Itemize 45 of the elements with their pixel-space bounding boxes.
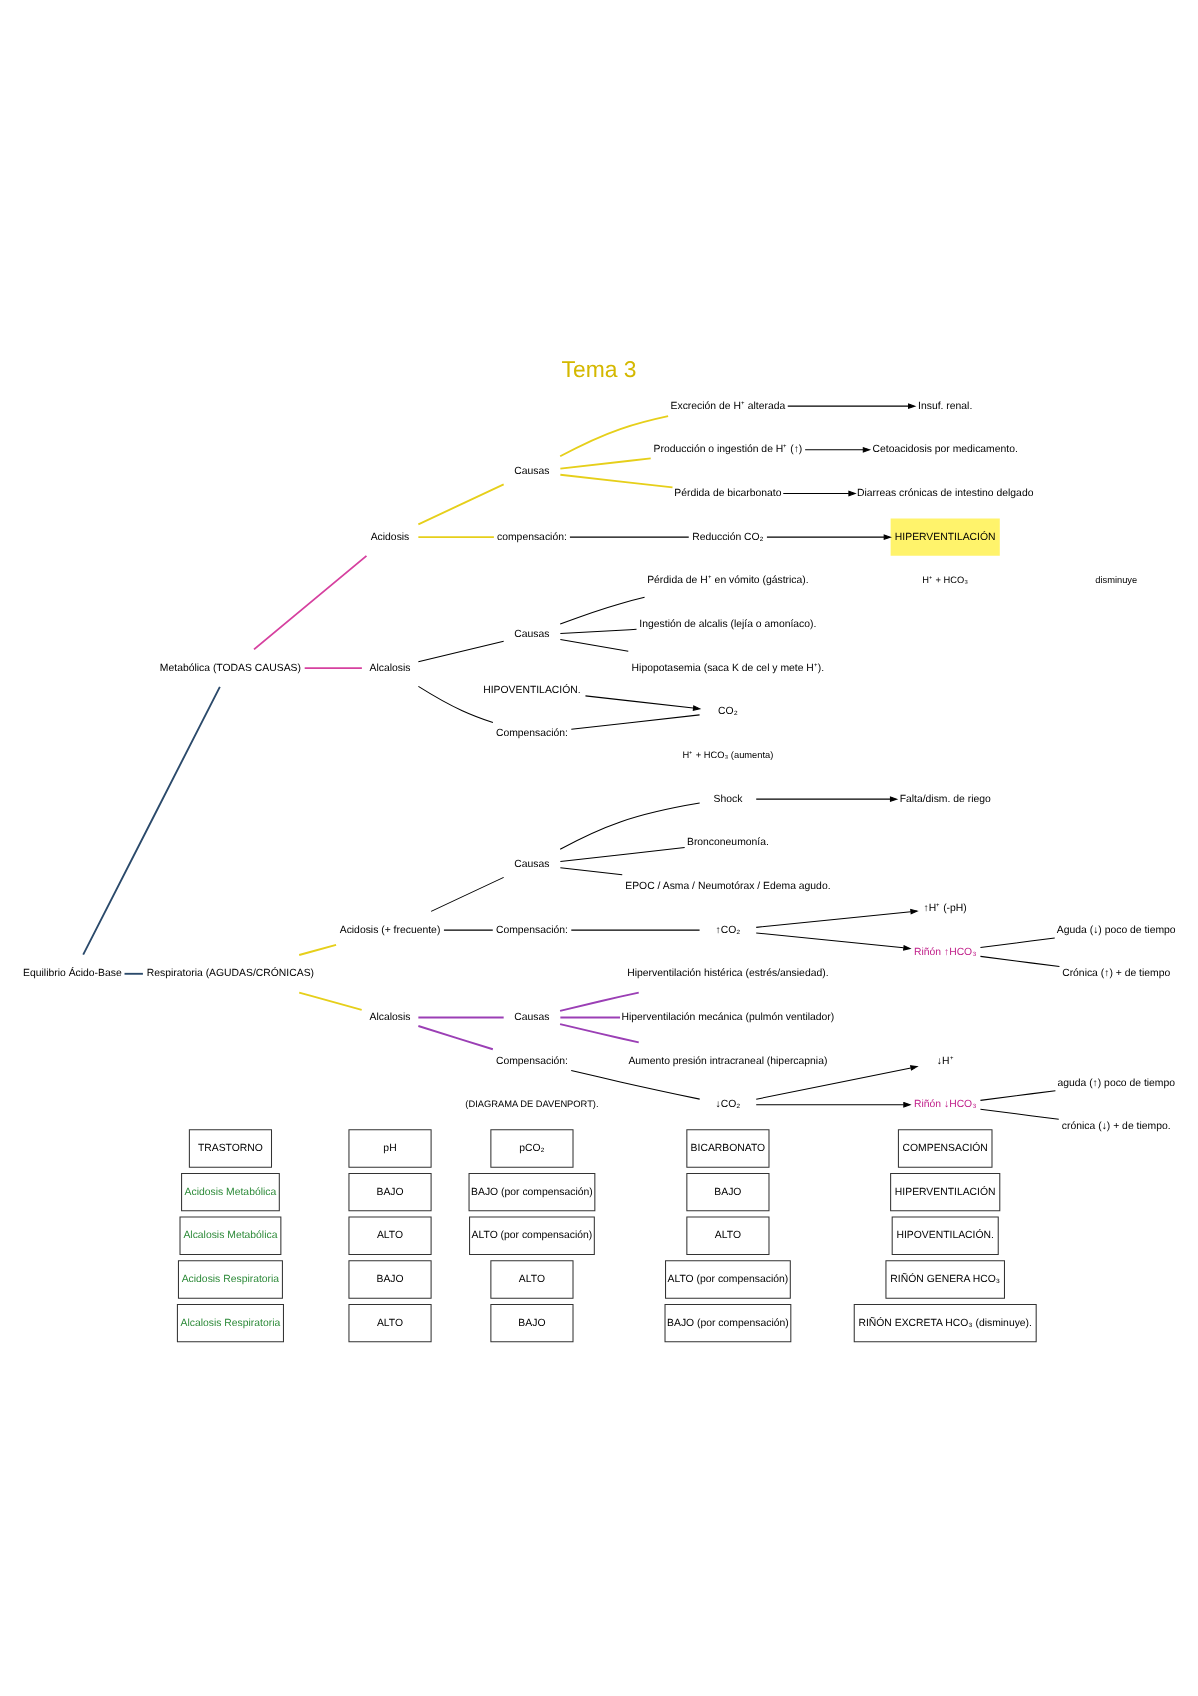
connector <box>559 867 623 876</box>
connector <box>559 802 701 850</box>
connector <box>82 685 221 956</box>
connector <box>570 1069 701 1100</box>
connector <box>559 473 674 489</box>
connector <box>430 876 505 912</box>
connector <box>559 1016 621 1019</box>
arrow <box>755 1065 919 1100</box>
arrow <box>755 932 912 951</box>
connector <box>417 536 495 539</box>
connector <box>417 640 505 663</box>
arrow <box>766 534 892 541</box>
connector <box>559 628 638 634</box>
connector <box>443 929 494 931</box>
connector <box>253 554 368 651</box>
connector <box>559 639 629 652</box>
connector <box>559 991 640 1012</box>
arrow <box>755 908 919 928</box>
connector <box>569 536 690 538</box>
connector <box>559 847 686 863</box>
arrow <box>804 446 872 453</box>
connector <box>417 1016 505 1019</box>
connector <box>559 596 646 625</box>
connector <box>559 1023 640 1044</box>
connector <box>570 929 701 931</box>
arrow <box>755 1101 912 1108</box>
arrow <box>755 796 899 803</box>
connector <box>303 667 363 670</box>
connector <box>417 483 505 526</box>
connector <box>979 955 1060 968</box>
connector <box>570 714 701 730</box>
arrow <box>584 695 702 711</box>
connector <box>417 685 494 724</box>
connector <box>979 937 1056 949</box>
connector <box>559 457 652 470</box>
connector <box>298 991 363 1011</box>
arrow <box>787 403 917 410</box>
connector <box>298 943 337 956</box>
connector <box>979 1108 1060 1120</box>
connector <box>979 1090 1056 1101</box>
arrow <box>782 490 857 497</box>
diagram-title: Tema 3 <box>561 358 637 383</box>
connector <box>559 415 670 458</box>
connector <box>123 972 144 975</box>
connector <box>417 1025 494 1051</box>
